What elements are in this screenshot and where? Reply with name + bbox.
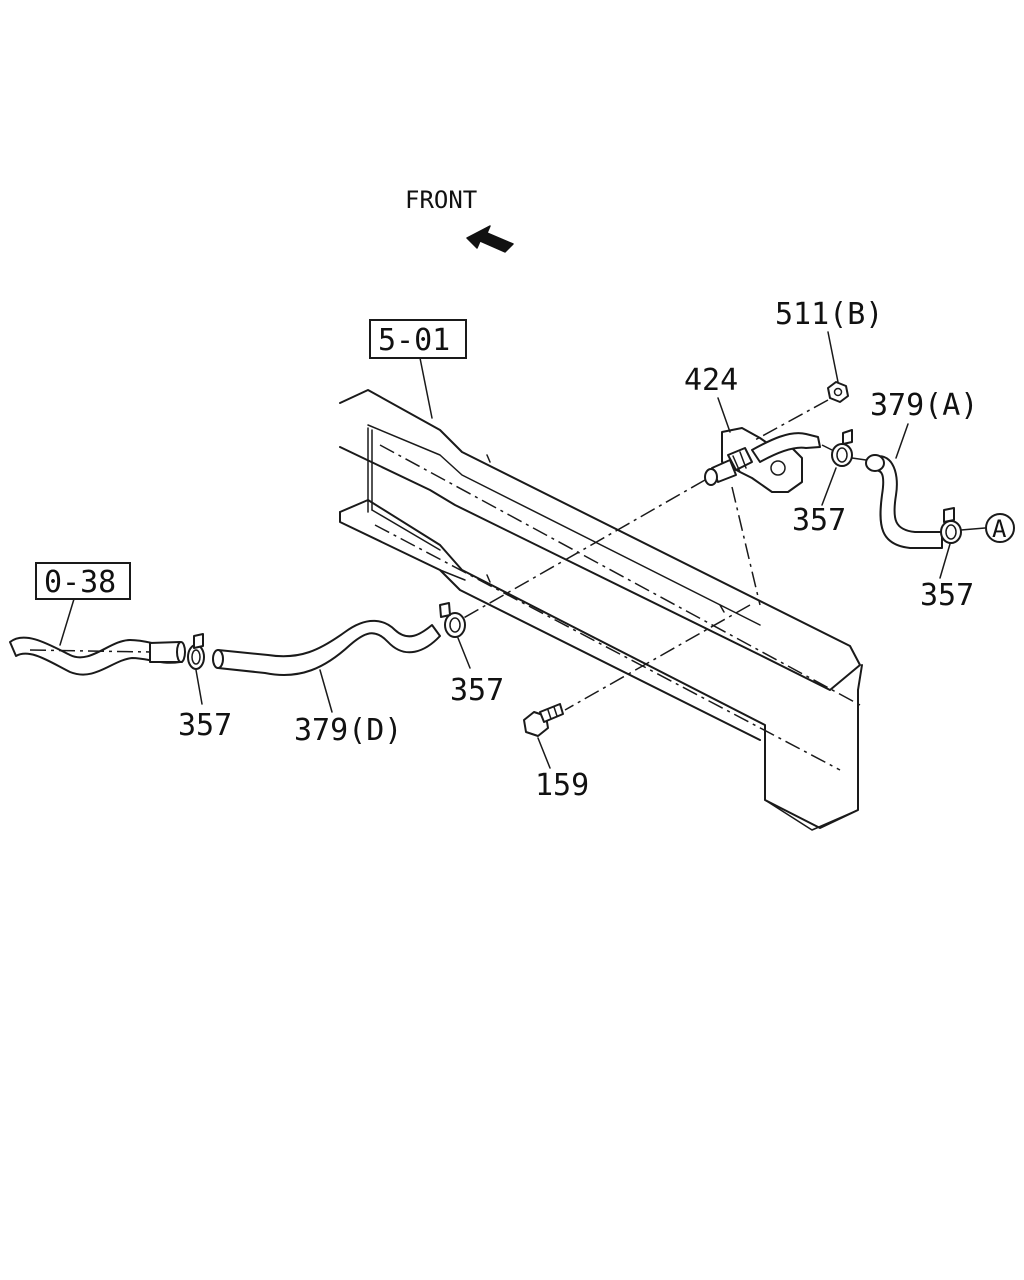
clamp-upper-label: 357	[792, 503, 846, 538]
bolt: 159	[523, 703, 589, 803]
clamp-right: A 357	[920, 507, 1015, 613]
front-indicator: FRONT	[405, 186, 514, 253]
ref-a-circle	[985, 513, 1015, 543]
assembly-line-bracket	[731, 486, 761, 606]
clamp-center: 357	[439, 602, 504, 708]
clamp-left: 357	[178, 633, 232, 743]
bracket-pipe-label: 424	[684, 363, 738, 398]
hose-a-label: 379(A)	[870, 388, 978, 423]
hose-ref-label: 0-38	[44, 565, 116, 600]
nut-label: 511(B)	[775, 297, 883, 332]
bracket-pipe: 424	[684, 363, 821, 493]
assembly-line-bolt	[564, 604, 751, 711]
clamp-right-label: 357	[920, 578, 974, 613]
hose-d: 379(D)	[212, 619, 441, 748]
clamp-left-label: 357	[178, 708, 232, 743]
ref-a-label: A	[992, 515, 1007, 543]
hose-d-label: 379(D)	[294, 713, 402, 748]
bolt-label: 159	[535, 768, 589, 803]
nut: 511(B)	[754, 297, 883, 441]
frame-ref-label: 5-01	[378, 323, 450, 358]
frame-ref-frame	[369, 319, 467, 359]
hose-a: 379(A)	[865, 388, 978, 549]
hose-ref-pipe: 0-38	[9, 562, 186, 676]
front-label: FRONT	[405, 186, 477, 214]
clamp-upper: 357	[792, 429, 867, 538]
hose-ref-box	[35, 562, 131, 600]
clamp-center-label: 357	[450, 673, 504, 708]
frame-rail	[339, 389, 863, 831]
assembly-line-clamp	[459, 479, 706, 621]
front-arrow-icon	[466, 225, 514, 253]
frame-ref-box: 5-01	[369, 319, 467, 419]
